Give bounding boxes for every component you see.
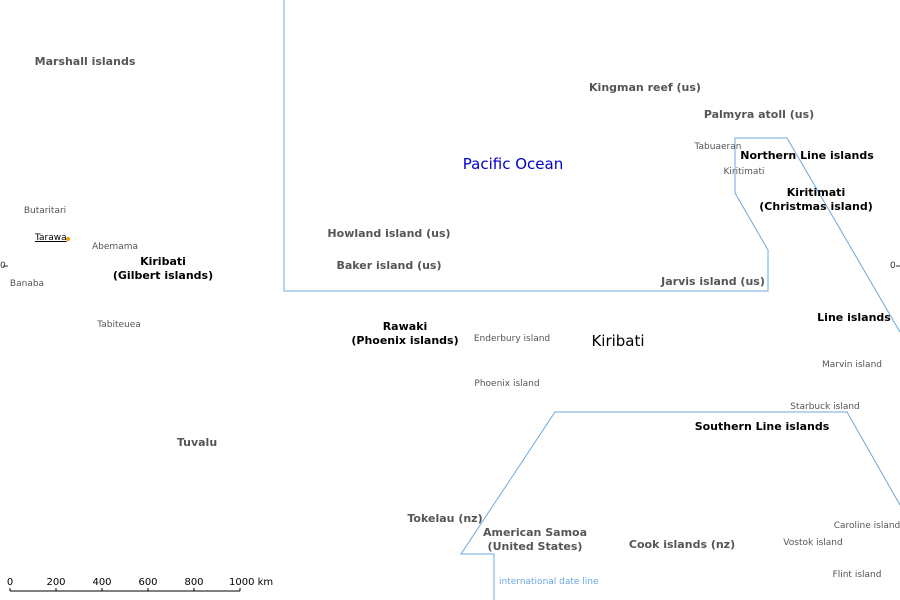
region-southern-line-label: Southern Line islands [694,420,830,433]
tarawa-capital-dot [66,237,70,241]
island-abemama-label: Abemama [92,242,138,252]
island-tabiteuea-label: Tabiteuea [97,320,141,330]
scale-label: 200 [46,577,66,588]
island-caroline-label: Caroline island [833,521,900,531]
equator-label-right: 0 [890,261,896,271]
island-marvin-label: Marvin island [822,360,882,370]
neighbor-palmyra-label: Palmyra atoll (us) [703,108,815,121]
equator-label-left: 0 [0,261,6,271]
scale-label: 1000 km [229,577,274,588]
scale-label: 800 [184,577,204,588]
island-tarawa-label: Tarawa [35,233,67,243]
island-butaritari-label: Butaritari [23,206,67,216]
date-line-boundary-north [283,0,900,333]
region-line-label: Line islands [817,311,891,324]
scale-label: 600 [138,577,158,588]
region-gilbert-label: Kiribati(Gilbert islands) [112,255,214,282]
country-label: Kiribati [591,332,645,350]
region-northern-line-label: Northern Line islands [740,149,874,162]
island-tabuaeran-label: Tabuaeran [694,142,742,152]
region-phoenix-label: Rawaki(Phoenix islands) [351,320,459,347]
region-christmas-label: Kiritimati(Christmas island) [759,186,873,213]
island-phoenix-label: Phoenix island [474,379,540,389]
island-enderbury-label: Enderbury island [473,334,551,344]
island-starbuck-label: Starbuck island [790,402,860,412]
neighbor-tuvalu-label: Tuvalu [176,436,218,449]
neighbor-kingman-label: Kingman reef (us) [589,81,701,94]
scale-label: 400 [92,577,112,588]
island-kiritimati-label: Kiritimati [723,167,765,177]
ocean-label: Pacific Ocean [462,155,564,173]
neighbor-howland-label: Howland island (us) [327,227,451,240]
scale-label: 0 [6,577,14,588]
island-banaba-label: Banaba [9,279,45,289]
neighbor-american-samoa-label: American Samoa(United States) [482,526,588,553]
neighbor-tokelau-label: Tokelau (nz) [407,512,483,525]
island-flint-label: Flint island [832,570,882,580]
dateline-label: international date line [499,577,599,587]
scale-bar [9,588,241,592]
neighbor-cook-label: Cook islands (nz) [628,538,736,551]
date-line-boundary-south [460,411,900,600]
neighbor-marshall-label: Marshall islands [34,55,136,68]
neighbor-baker-label: Baker island (us) [336,259,442,272]
island-vostok-label: Vostok island [783,538,843,548]
neighbor-jarvis-label: Jarvis island (us) [661,275,765,288]
